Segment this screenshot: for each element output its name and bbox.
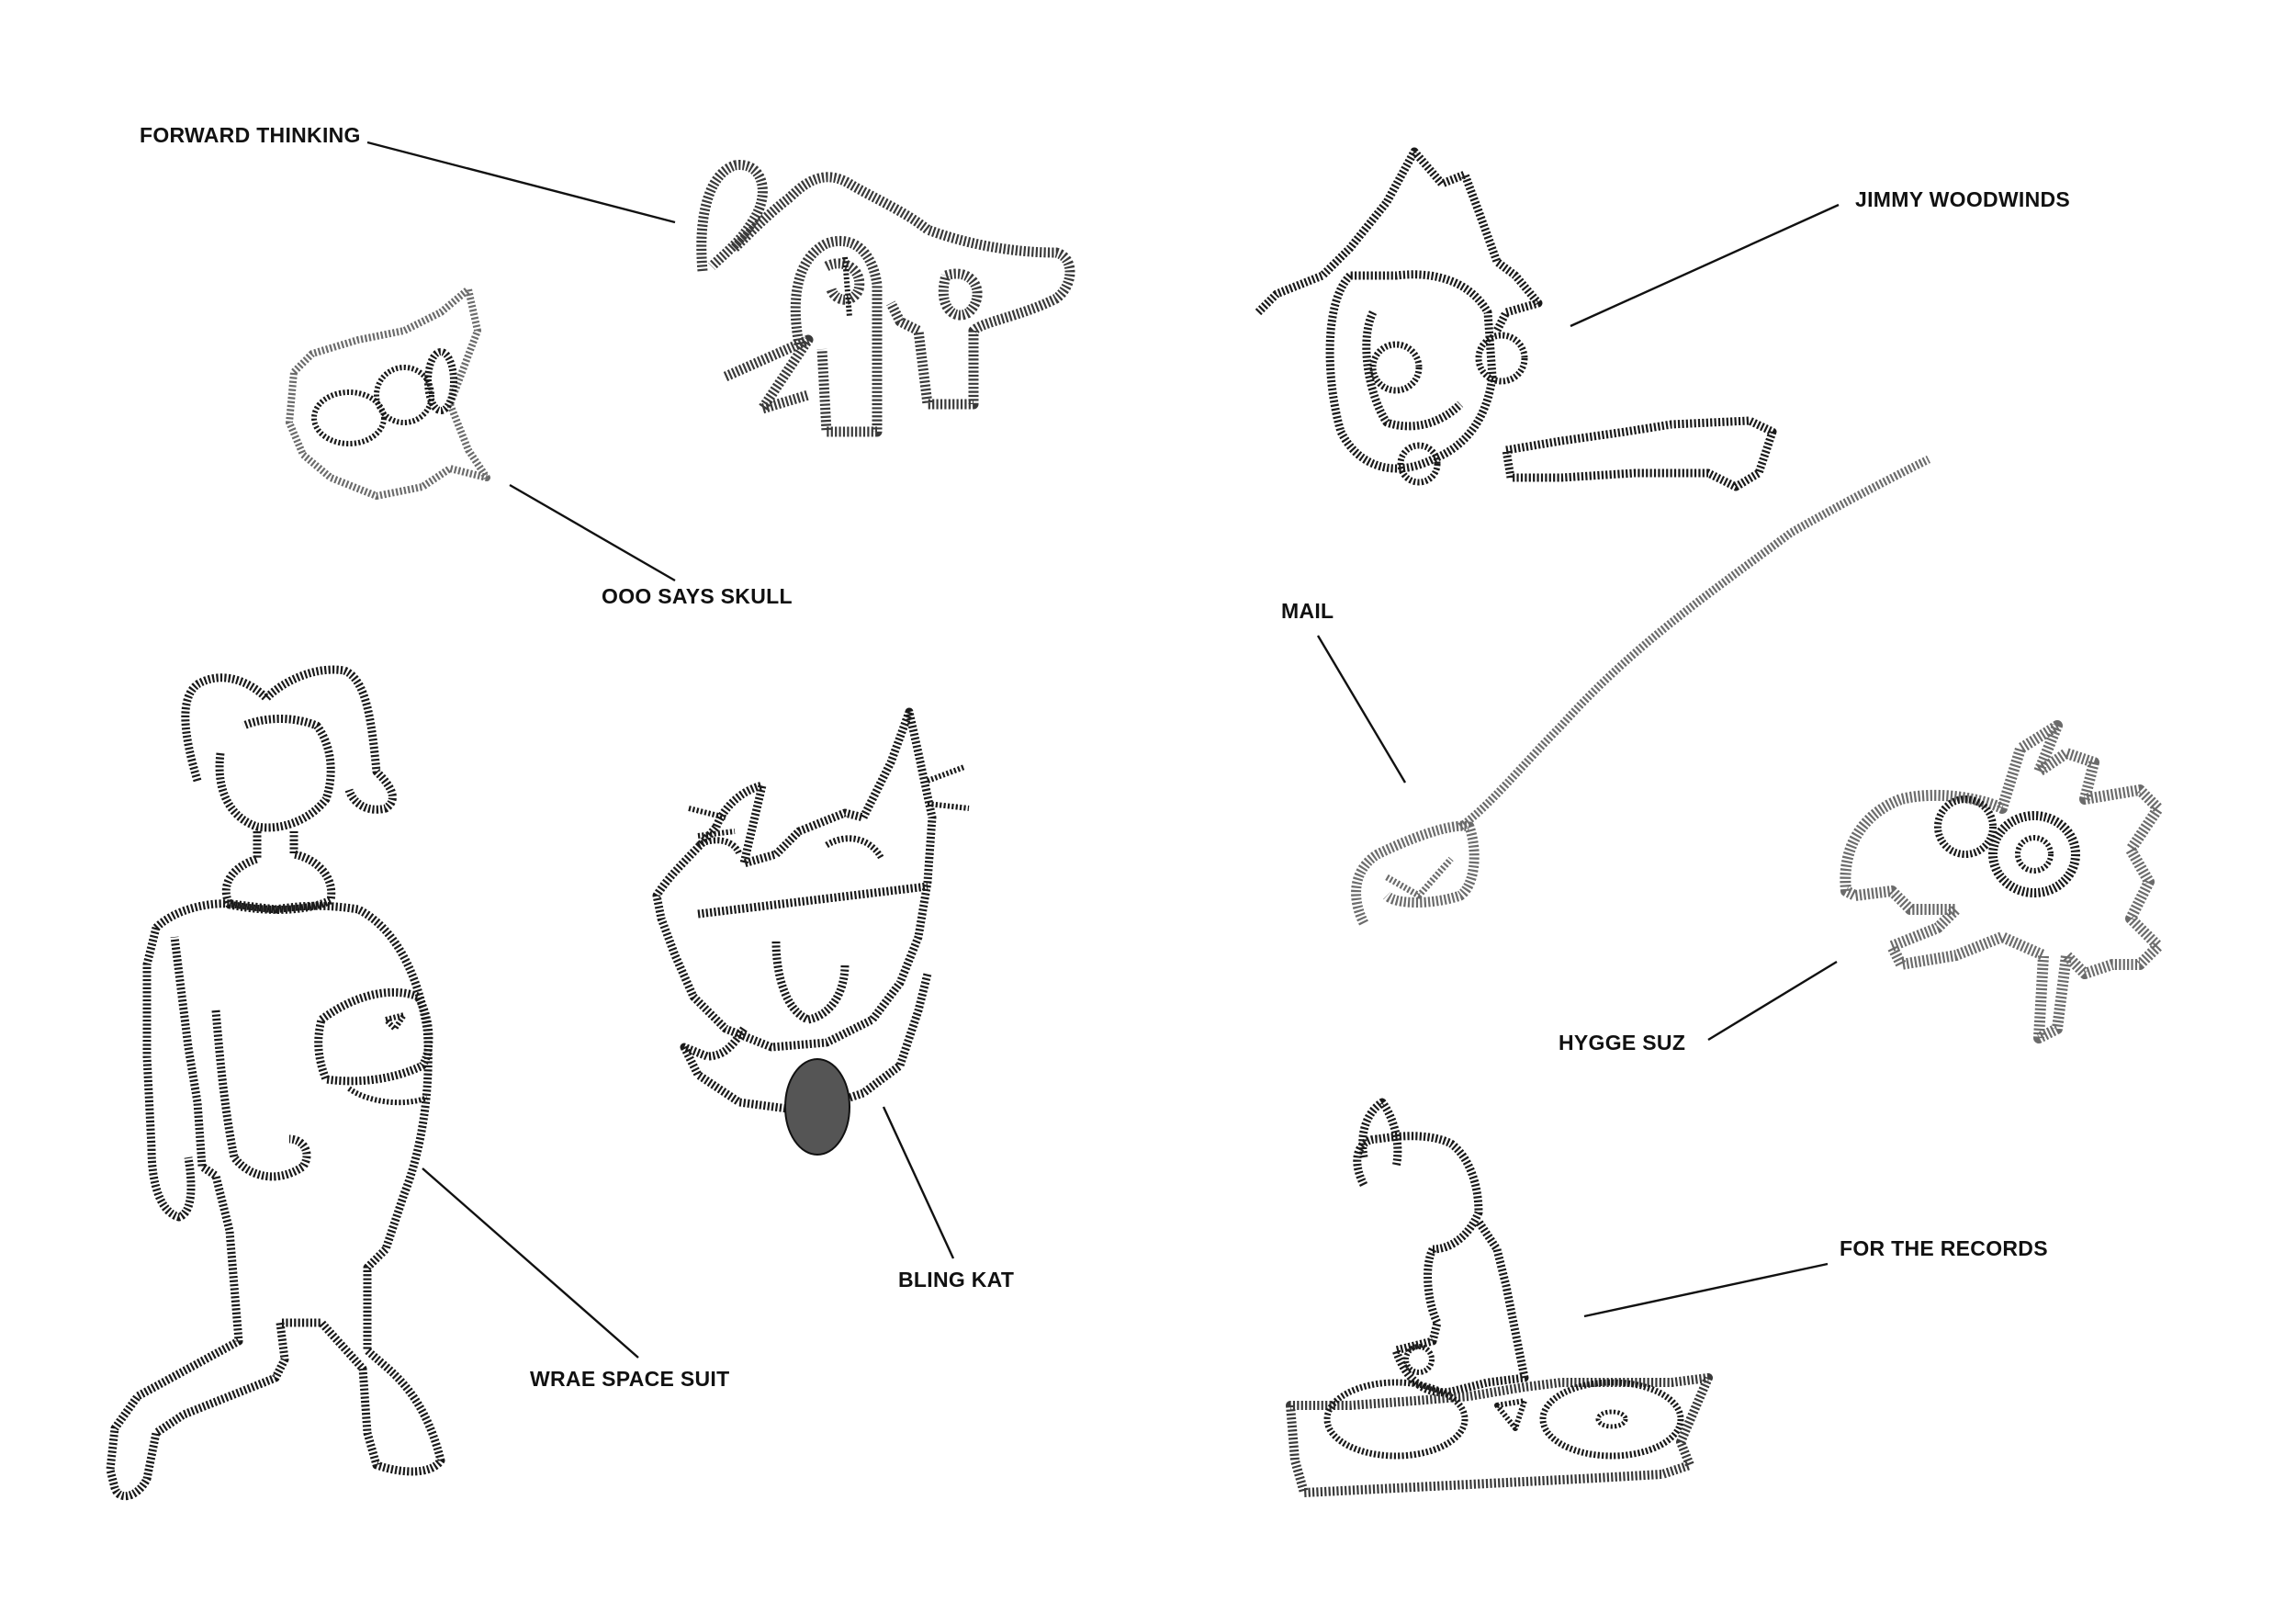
forward-thinking-patch [696,160,1075,437]
leader-ooo-says-skull [509,483,676,582]
for-the-records-patch [1286,1098,1713,1497]
ooo-says-skull-patch [286,286,490,500]
leader-hygge-suz [1707,960,1838,1042]
label-wrae-space-suit: WRAE SPACE SUIT [530,1367,730,1391]
bling-kat-patch [652,707,970,1156]
label-forward-thinking: FORWARD THINKING [140,123,361,147]
label-ooo-says-skull: OOO SAYS SKULL [602,584,793,608]
label-hygge-suz: HYGGE SUZ [1559,1031,1686,1054]
leader-wrae-space-suit [422,1167,639,1359]
mail-patch [1351,455,1931,926]
hygge-suz-patch [1840,720,2164,1043]
jimmy-woodwinds-patch [1255,147,1777,491]
label-for-the-records: FOR THE RECORDS [1840,1236,2048,1260]
leader-bling-kat [882,1106,955,1259]
leader-mail [1316,635,1407,784]
leader-jimmy-woodwinds [1570,203,1840,328]
label-jimmy-woodwinds: JIMMY WOODWINDS [1855,187,2071,211]
leader-for-the-records [1583,1262,1829,1318]
wrae-space-suit-patch [106,665,445,1501]
leader-lines [366,141,1840,1359]
pendant-icon [784,1058,850,1156]
label-mail: MAIL [1281,599,1334,623]
leader-forward-thinking [366,141,676,224]
label-bling-kat: BLING KAT [898,1268,1015,1291]
